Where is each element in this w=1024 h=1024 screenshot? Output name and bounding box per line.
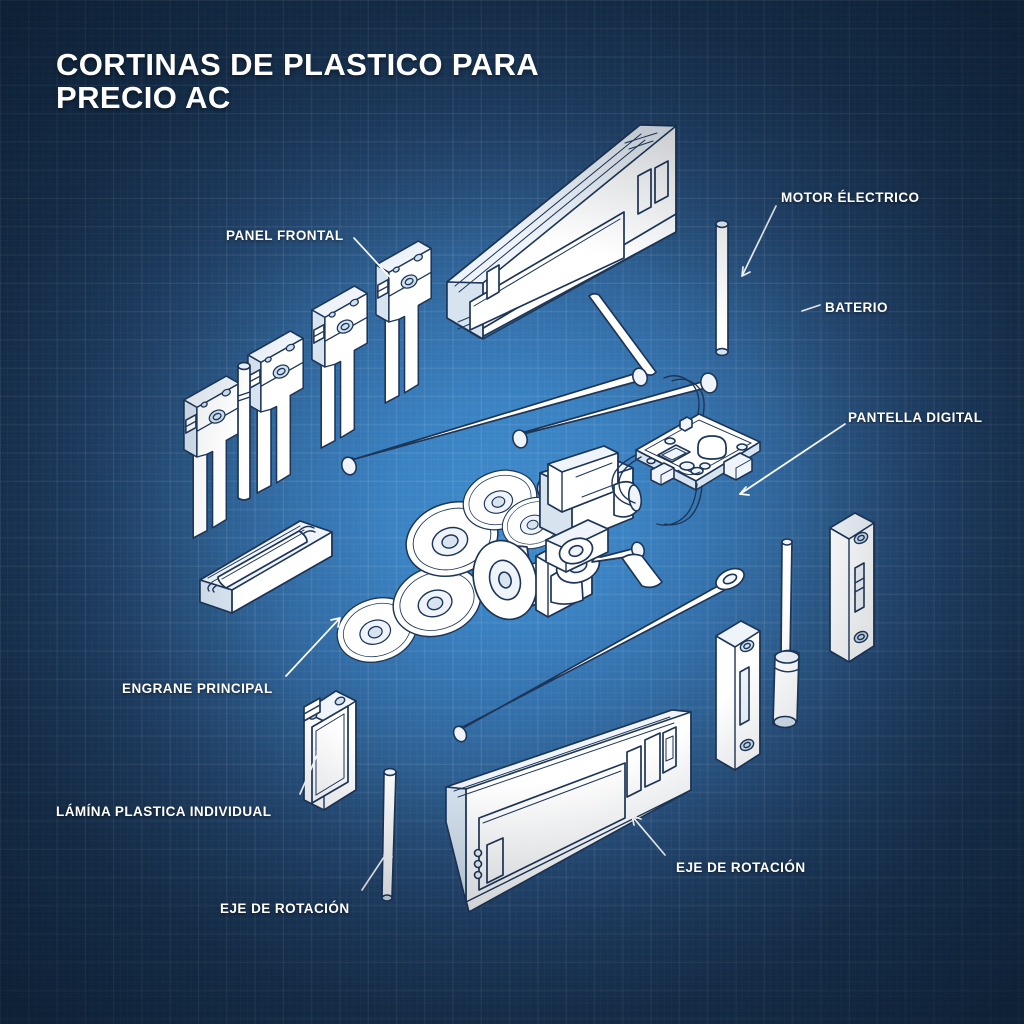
callout-baterio: BATERIO xyxy=(825,300,888,315)
page-title: CORTINAS DE PLASTICO PARA PRECIO AC xyxy=(56,47,540,116)
callout-lamina-plastica: LÁMÍNA PLASTICA INDIVIDUAL xyxy=(56,804,272,819)
callout-engrane-principal: ENGRANE PRINCIPAL xyxy=(122,681,273,696)
callout-panel-frontal: PANEL FRONTAL xyxy=(226,228,344,243)
callout-pantella-digital: PANTELLA DIGITAL xyxy=(848,410,983,425)
callout-motor-electrico: MOTOR ÉLECTRICO xyxy=(781,190,920,205)
callout-eje-de-rotacion-izq: EJE DE ROTACIÓN xyxy=(220,901,350,916)
callout-eje-de-rotacion-der: EJE DE ROTACIÓN xyxy=(676,860,806,875)
